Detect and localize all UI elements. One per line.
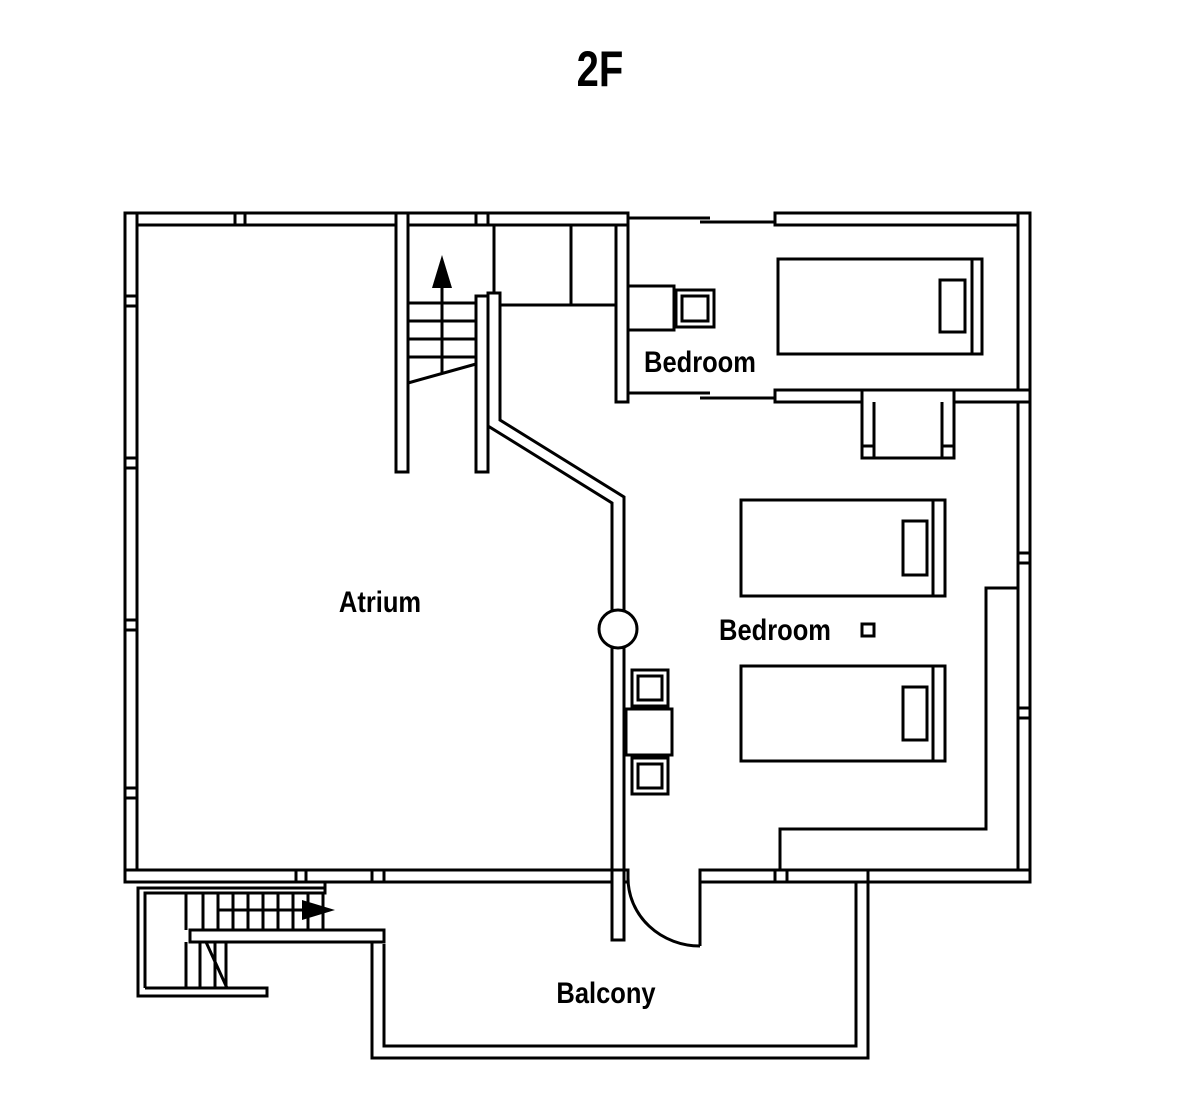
- room-label-bedroom-main: Bedroom: [719, 613, 831, 646]
- floor-title: 2F: [576, 41, 624, 97]
- room-label-balcony: Balcony: [556, 976, 656, 1009]
- column: [597, 608, 639, 650]
- stair-up-arrow-icon: [432, 255, 452, 288]
- small-balcony: [860, 388, 956, 460]
- exterior-walls: [123, 211, 1032, 884]
- desk: [626, 284, 676, 332]
- balcony-railing: [370, 870, 870, 1060]
- top-bedroom-furniture: [626, 257, 984, 460]
- pillow: [938, 278, 967, 334]
- pillow: [901, 685, 929, 742]
- room-label-bedroom-top: Bedroom: [644, 345, 756, 378]
- pillow: [901, 519, 929, 577]
- exterior-staircase: [136, 882, 386, 998]
- stair-direction-arrow-icon: [302, 900, 335, 920]
- small-square: [860, 622, 876, 638]
- main-bedroom-furniture: [597, 498, 947, 796]
- interior-staircase: [407, 255, 477, 385]
- bed: [776, 257, 984, 356]
- room-label-atrium: Atrium: [339, 585, 421, 618]
- table: [624, 707, 674, 757]
- interior-walls: [394, 211, 1032, 942]
- balcony-door[interactable]: [626, 877, 702, 948]
